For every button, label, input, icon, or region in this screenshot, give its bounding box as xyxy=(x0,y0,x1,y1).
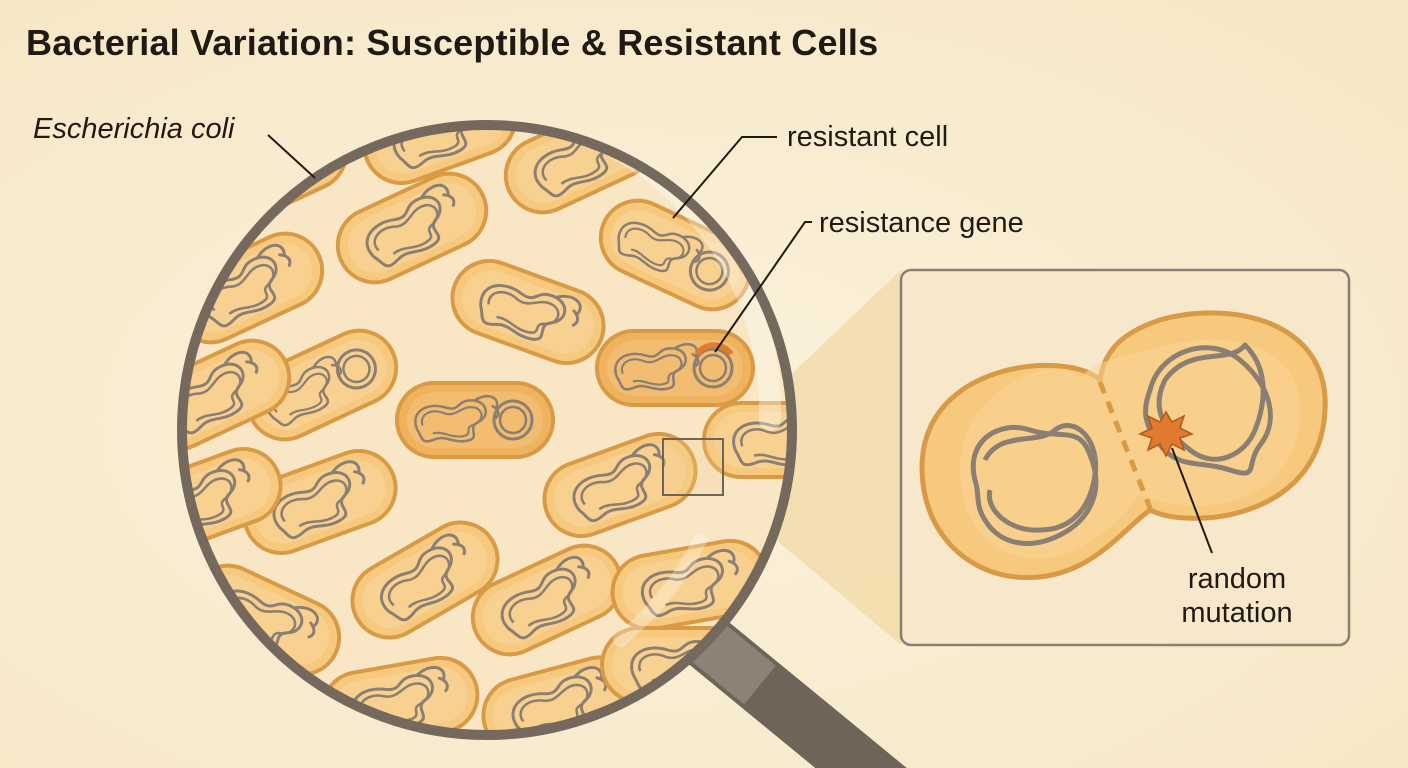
magnifier-rim xyxy=(177,120,797,740)
bacterial-cell xyxy=(182,446,283,554)
random-mutation-label-line2: mutation xyxy=(1181,597,1292,629)
cell-body xyxy=(242,448,398,556)
bacterial-cell xyxy=(542,431,698,539)
diagram-title: Bacterial Variation: Susceptible & Resis… xyxy=(26,22,879,63)
mutation-star-icon xyxy=(1138,410,1194,458)
cell-body xyxy=(350,520,500,640)
cell-body xyxy=(542,431,698,539)
bacterial-cell xyxy=(350,520,500,640)
random-mutation-leader xyxy=(1171,447,1213,554)
plasmid-ring xyxy=(335,348,377,390)
bacterial-cell xyxy=(610,538,770,632)
random-mutation-label-line1: random xyxy=(1188,563,1286,595)
bacterial-cell xyxy=(450,258,606,366)
bacterial-cell xyxy=(470,543,624,657)
zoom-selection-box xyxy=(662,438,724,496)
resistant-cell-label: resistant cell xyxy=(787,121,948,153)
plasmid-ring xyxy=(692,347,734,389)
species-label: Escherichia coli xyxy=(33,113,236,145)
zoom-beam xyxy=(723,270,901,645)
chromosome-left xyxy=(970,423,1099,546)
cell-body xyxy=(335,171,489,285)
cell-body xyxy=(182,338,292,452)
plasmid-ring xyxy=(688,250,730,292)
bacterial-cell xyxy=(598,198,752,312)
resistance-gene-label: resistance gene xyxy=(819,207,1024,239)
bacterial-cell xyxy=(335,171,489,285)
inset-panel: random mutation xyxy=(899,268,1351,647)
bacterial-cell xyxy=(245,328,399,442)
resistant-cell-leader xyxy=(672,136,777,219)
resistance-gene-leader xyxy=(714,221,812,353)
magnifier-handle xyxy=(676,611,907,768)
bacterial-cell xyxy=(395,381,555,459)
resistant-cell xyxy=(595,329,755,407)
division-septum xyxy=(1097,381,1153,509)
species-leader xyxy=(267,134,316,179)
cell-body xyxy=(470,543,624,657)
bacterial-cell xyxy=(242,448,398,556)
cell-body xyxy=(182,446,283,554)
plasmid-ring xyxy=(492,399,534,441)
resistance-gene-marker xyxy=(694,342,734,356)
